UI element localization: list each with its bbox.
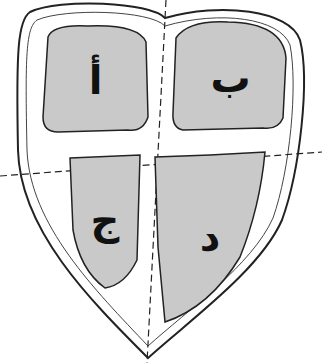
heart-wall	[17, 3, 304, 358]
label-holder: ج	[65, 150, 145, 290]
heart-chamber: د	[150, 147, 270, 327]
label-holder: أ	[38, 22, 153, 137]
heart-chamber: أ	[38, 22, 153, 137]
chamber-letter: ب	[210, 58, 250, 98]
label-holder: د	[150, 147, 270, 327]
heart-chamber: ب	[168, 18, 293, 138]
chamber-outline	[43, 26, 148, 132]
chamber-outline	[70, 155, 140, 288]
chamber-letter: أ	[89, 60, 103, 100]
chamber-outline	[173, 22, 286, 130]
chamber-letter: د	[200, 217, 221, 257]
chamber-outline	[155, 152, 265, 322]
heart-inner-wall	[26, 12, 293, 346]
heart-chamber: ج	[65, 150, 145, 290]
chamber-letter: ج	[91, 200, 120, 240]
label-holder: ب	[168, 18, 293, 138]
